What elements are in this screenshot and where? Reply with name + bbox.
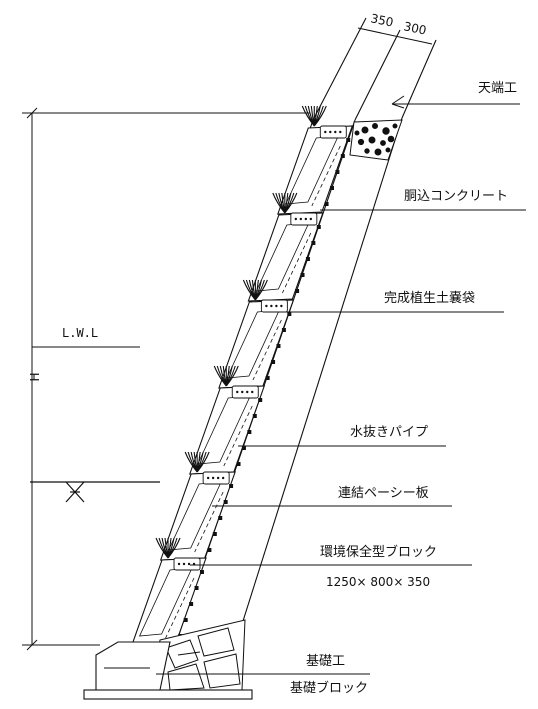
vegetation-bag [319, 125, 347, 139]
foundation-stones [151, 619, 246, 691]
vegetation-bag [231, 385, 259, 399]
leader-lines [156, 95, 526, 675]
grass-tuft [184, 451, 210, 473]
block-course [189, 365, 266, 475]
vegetation-bag [202, 471, 230, 485]
vegetation-bag [260, 299, 288, 313]
label-crest: 天端工 [478, 81, 517, 96]
grass-tuft [301, 105, 327, 127]
label-backfill-concrete: 胴込コンクリート [404, 189, 508, 204]
label-drain-pipe: 水抜きパイプ [350, 424, 428, 440]
grass-tuft [242, 279, 268, 301]
vegetation-bag [290, 212, 318, 226]
grass-tuft [213, 365, 239, 387]
label-block: 環境保全型ブロック [320, 544, 437, 560]
grass-tuft [272, 192, 298, 214]
vegetation-bag [173, 557, 201, 571]
top-dimension [357, 27, 433, 45]
dimension-350: 350 [369, 11, 394, 29]
dimension-300: 300 [402, 19, 427, 37]
label-foundation-block: 基礎ブロック [290, 680, 368, 696]
grass-tuft [155, 537, 181, 559]
block-course [247, 192, 324, 302]
water-level-symbol [30, 481, 160, 503]
height-label: H [28, 372, 42, 381]
block-course [277, 105, 354, 215]
label-connector-plate: 連結ペーシー板 [338, 486, 429, 501]
lwl-label: L.W.L [62, 326, 98, 340]
height-dimension [22, 107, 310, 651]
foundation-block [83, 641, 253, 700]
label-foundation-work: 基礎工 [306, 654, 345, 669]
label-vegetation-bag: 完成植生土嚢袋 [384, 290, 475, 306]
crest-gravel [349, 119, 403, 161]
label-block-size: 1250× 800× 350 [326, 575, 430, 589]
